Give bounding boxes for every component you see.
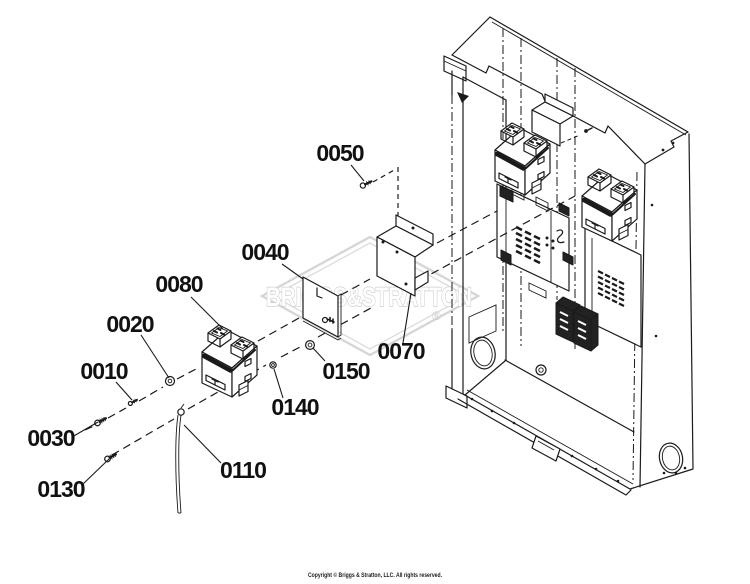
part-0110-wire (175, 403, 185, 514)
callouts: 0010 0020 0030 0040 0050 0070 0080 0110 … (27, 140, 425, 502)
left-knockout-oval (470, 336, 496, 370)
floor-grommet (535, 364, 547, 376)
watermark-registered-mark: ® (432, 309, 441, 323)
callout-0020[interactable]: 0020 (106, 311, 154, 337)
callout-0080[interactable]: 0080 (155, 271, 203, 297)
part-0130-screw (104, 453, 118, 463)
part-0080-contactor (202, 325, 257, 397)
part-0140-washer (269, 361, 277, 369)
part-0050-screw (359, 180, 373, 189)
copyright-notice: Copyright © Briggs & Stratton, LLC. All … (308, 571, 442, 579)
callout-0070[interactable]: 0070 (377, 338, 425, 364)
callout-0130[interactable]: 0130 (37, 476, 85, 502)
callout-0040[interactable]: 0040 (241, 239, 289, 265)
callout-0010[interactable]: 0010 (80, 358, 128, 384)
part-0040-cover-plate (302, 276, 342, 341)
brand-watermark: BRIGGS&STRATTON ® (259, 235, 481, 357)
right-mounting-plate (584, 227, 642, 348)
callout-0150[interactable]: 0150 (322, 358, 370, 384)
callout-0030[interactable]: 0030 (27, 425, 75, 451)
wall-label-plate (468, 304, 497, 344)
part-0150-washer (305, 340, 316, 351)
watermark-text: BRIGGS&STRATTON (266, 282, 472, 312)
center-hardware (545, 202, 574, 266)
callout-0050[interactable]: 0050 (316, 140, 364, 166)
callout-0140[interactable]: 0140 (271, 394, 319, 420)
installed-contactor-2 (582, 169, 637, 241)
part-0030-screw (94, 417, 108, 427)
terminal-slot-grid-left (515, 225, 541, 265)
mounting-tab (531, 435, 561, 462)
right-knockout-oval (658, 442, 684, 474)
left-mounting-plate (496, 183, 570, 299)
part-0010-screw (127, 398, 138, 407)
installed-bracket (531, 93, 574, 147)
part-0070-bracket (376, 214, 434, 297)
terminal-block-2 (573, 305, 599, 352)
enclosure-cabinet (443, 16, 694, 496)
part-0020-washer (164, 375, 176, 387)
callout-0110[interactable]: 0110 (220, 457, 267, 483)
terminal-slot-grid-right (597, 270, 625, 307)
